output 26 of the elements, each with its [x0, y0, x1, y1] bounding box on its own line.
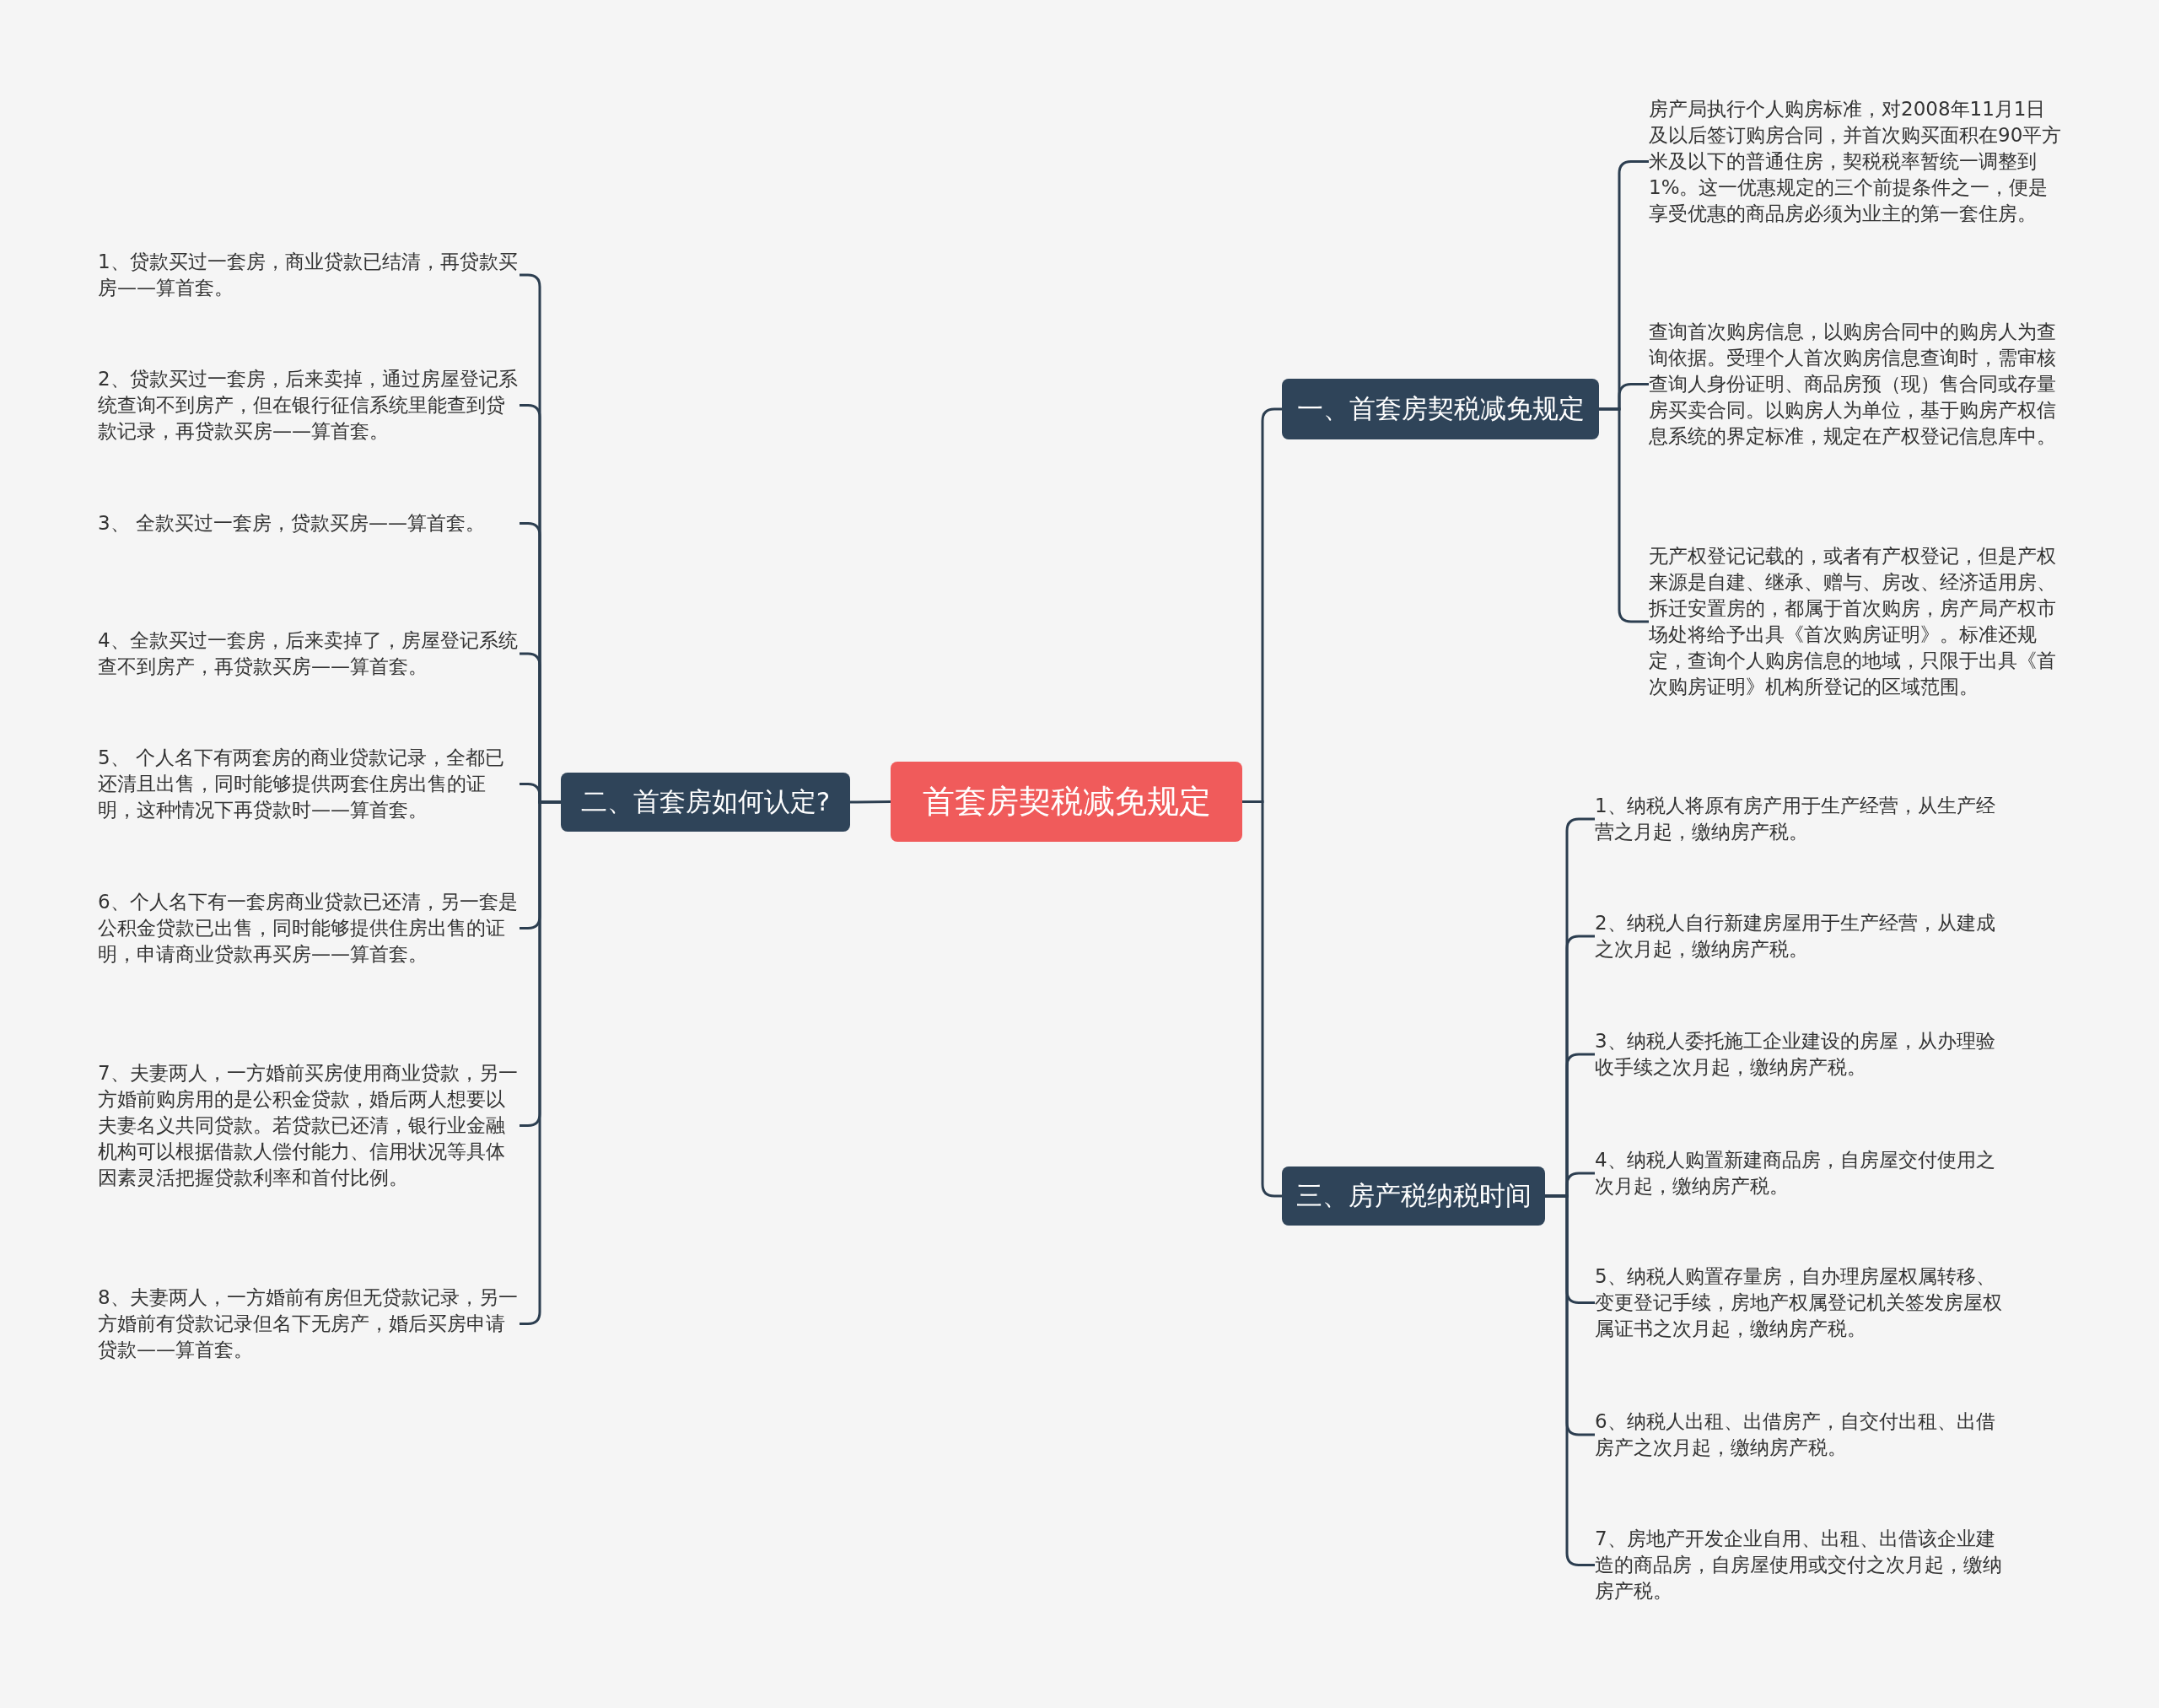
topic-box: 三、房产税纳税时间 — [1282, 1167, 1545, 1226]
note-text: 3、 全款买过一套房，贷款买房——算首套。 — [98, 510, 520, 536]
note-text: 7、房地产开发企业自用、出租、出借该企业建造的商品房，自房屋使用或交付之次月起，缴纳房产税。 — [1595, 1526, 2010, 1604]
note-text: 无产权登记记载的，或者有产权登记，但是产权来源是自建、继承、赠与、房改、经济适用房、拆迁安置房的，都属于首次购房，房产局产权市场处将给予出具《首次购房证明》。标准还规定，查询个人购房信息的地域，只限于出具《首次购房证明》机构所登记的区域范围。 — [1649, 543, 2064, 700]
note-text: 5、纳税人购置存量房，自办理房屋权属转移、变更登记手续，房地产权属登记机关签发房屋权属证书之次月起，缴纳房产税。 — [1595, 1263, 2010, 1342]
topic-box: 二、首套房如何认定? — [561, 773, 850, 832]
note-text: 1、贷款买过一套房，商业贷款已结清，再贷款买房——算首套。 — [98, 249, 520, 301]
note-text: 1、纳税人将原有房产用于生产经营，从生产经营之月起，缴纳房产税。 — [1595, 793, 2010, 845]
note-text: 8、夫妻两人，一方婚前有房但无贷款记录，另一方婚前有贷款记录但名下无房产，婚后买房申请贷款——算首套。 — [98, 1285, 520, 1363]
note-text: 2、纳税人自行新建房屋用于生产经营，从建成之次月起，缴纳房产税。 — [1595, 910, 2010, 962]
connector-line — [850, 800, 891, 804]
note-text: 查询首次购房信息，以购房合同中的购房人为查询依据。受理个人首次购房信息查询时，需审核查询人身份证明、商品房预（现）售合同或存量房买卖合同。以购房人为单位，基于购房产权信息系统的界定标准，规定在产权登记信息库中。 — [1649, 319, 2064, 450]
note-text: 5、 个人名下有两套房的商业贷款记录，全都已还清且出售，同时能够提供两套住房出售的证明，这种情况下再贷款时——算首套。 — [98, 745, 520, 823]
note-text: 4、纳税人购置新建商品房，自房屋交付使用之次月起，缴纳房产税。 — [1595, 1147, 2010, 1199]
note-text: 7、夫妻两人，一方婚前买房使用商业贷款，另一方婚前购房用的是公积金贷款，婚后两人想要以夫妻名义共同贷款。若贷款已还清，银行业金融机构可以根据借款人偿付能力、信用状况等具体因素灵活把握贷款利率和首付比例。 — [98, 1060, 520, 1191]
note-text: 2、贷款买过一套房，后来卖掉，通过房屋登记系统查询不到房产，但在银行征信系统里能查到贷款记录，再贷款买房——算首套。 — [98, 366, 520, 445]
connector-line — [1599, 407, 1649, 623]
note-text: 4、全款买过一套房，后来卖掉了，房屋登记系统查不到房产，再贷款买房——算首套。 — [98, 628, 520, 680]
note-text: 6、个人名下有一套房商业贷款已还清，另一套是公积金贷款已出售，同时能够提供住房出售的证明，申请商业贷款再买房——算首套。 — [98, 889, 520, 967]
note-text: 3、纳税人委托施工企业建设的房屋，从办理验收手续之次月起，缴纳房产税。 — [1595, 1028, 2010, 1080]
central-topic-box: 首套房契税减免规定 — [891, 762, 1242, 842]
connector-line — [1545, 1194, 1595, 1566]
connector-line — [1242, 800, 1282, 1198]
note-text: 房产局执行个人购房标准，对2008年11月1日及以后签订购房合同，并首次购买面积在90平方米及以下的普通住房，契税税率暂统一调整到1%。这一优惠规定的三个前提条件之一，便是享受优惠的商品房必须为业主的第一套住房。 — [1649, 96, 2064, 227]
topic-box: 一、首套房契税减免规定 — [1282, 379, 1599, 439]
note-text: 6、纳税人出租、出借房产，自交付出租、出借房产之次月起，缴纳房产税。 — [1595, 1409, 2010, 1461]
